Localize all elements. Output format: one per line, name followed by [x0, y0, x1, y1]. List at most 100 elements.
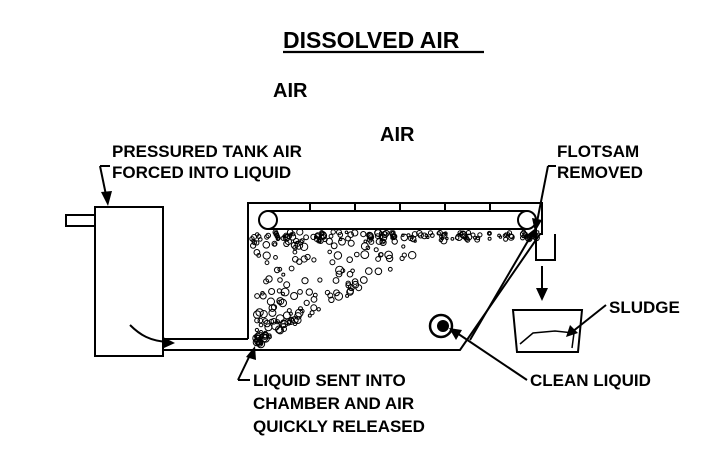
froth-bubble [413, 239, 417, 243]
leader-arrowheads [101, 191, 578, 360]
froth-bubble [379, 238, 387, 246]
froth-bubble [313, 236, 320, 242]
air-bubble [317, 277, 323, 283]
air-bubble [301, 277, 309, 285]
pressure-tank [65, 206, 164, 357]
froth-bubble [465, 233, 473, 241]
froth-bubble [436, 231, 441, 236]
air-bubble [408, 251, 417, 260]
air-bubble [267, 333, 272, 338]
air-bubble [278, 298, 287, 308]
froth-bubble [344, 230, 349, 235]
air-bubble [399, 255, 405, 261]
froth-bubble [410, 235, 417, 243]
air-bubble [292, 249, 298, 255]
air-bubble [305, 288, 313, 296]
air-bubble [284, 318, 292, 326]
chamber-label-line1: LIQUID SENT INTO [253, 371, 406, 390]
air-bubble [271, 321, 281, 331]
air-bubble [310, 296, 318, 303]
froth-bubble [374, 229, 382, 237]
sludge-label: SLUDGE [609, 298, 680, 317]
air-bubble [263, 278, 270, 285]
air-bubble [255, 308, 264, 317]
air-bubble [289, 316, 295, 322]
froth-bubble [487, 236, 492, 241]
froth-bubble [450, 237, 455, 241]
air-bubble [254, 331, 264, 341]
froth-bubble [440, 236, 445, 241]
air-bubble [257, 317, 264, 324]
air-bubble [355, 284, 363, 292]
froth-bubble [503, 232, 509, 237]
air-label-2: AIR [380, 124, 415, 146]
air-bubble [346, 287, 354, 295]
froth-bubble [319, 232, 328, 240]
froth-bubble [519, 230, 528, 238]
froth-bubble [461, 233, 468, 240]
air-bubble [276, 288, 282, 294]
froth-bubble [276, 236, 281, 241]
air-bubble [324, 289, 331, 296]
froth-bubble [360, 231, 367, 238]
air-bubble [281, 326, 287, 332]
air-bubble [310, 304, 318, 312]
air-bubble [300, 255, 308, 263]
flotsam-label-line1: FLOTSAM [557, 142, 639, 161]
air-bubble [276, 297, 285, 306]
air-bubble [254, 293, 261, 299]
air-bubble [345, 293, 350, 298]
froth-bubble [272, 242, 277, 247]
air-bubble [333, 251, 343, 260]
air-bubble [264, 323, 273, 332]
air-bubble [297, 289, 303, 295]
froth-bubble [336, 229, 342, 236]
air-bubble [256, 253, 262, 258]
air-bubble [259, 292, 267, 300]
tank-flow-arrowhead [163, 337, 175, 348]
air-bubble [345, 280, 351, 286]
froth-bubble [250, 242, 257, 249]
froth-bubble [254, 232, 260, 237]
froth-bubble [503, 236, 509, 242]
air-bubble [346, 270, 354, 278]
air-bubble [283, 281, 291, 289]
froth-bubble [498, 235, 503, 239]
froth-bubble [465, 230, 472, 236]
air-bubble [303, 299, 310, 306]
froth-bubble [338, 237, 346, 246]
air-bubble [351, 278, 359, 285]
froth-bubble [303, 234, 310, 241]
air-bubble [327, 249, 333, 255]
froth-bubble [445, 236, 449, 241]
froth-bubble [477, 232, 483, 238]
froth-bubble [400, 233, 409, 242]
air-bubble [266, 297, 275, 306]
froth-bubble [328, 233, 334, 239]
air-bubble [258, 341, 263, 346]
skimmer-conveyor [258, 203, 537, 230]
froth-bubble [296, 228, 304, 236]
froth-bubble [417, 232, 424, 239]
air-bubble [275, 314, 285, 324]
air-bubble [273, 266, 281, 274]
air-bubble [290, 241, 298, 249]
froth-bubble [345, 235, 351, 242]
air-bubble [276, 326, 285, 335]
air-bubble [384, 250, 393, 260]
air-bubble [259, 310, 268, 319]
air-bubble [330, 242, 338, 250]
air-bubble [268, 304, 277, 312]
froth-layer [249, 228, 540, 249]
froth-bubble [429, 233, 435, 238]
froth-bubble [381, 231, 389, 239]
air-bubble [287, 317, 295, 325]
froth-bubble [381, 239, 386, 244]
air-bubble [360, 242, 369, 251]
froth-bubble [440, 232, 448, 239]
froth-bubble [262, 241, 271, 249]
froth-bubble [367, 232, 374, 240]
air-bubble [375, 256, 382, 262]
air-bubble [334, 291, 344, 301]
